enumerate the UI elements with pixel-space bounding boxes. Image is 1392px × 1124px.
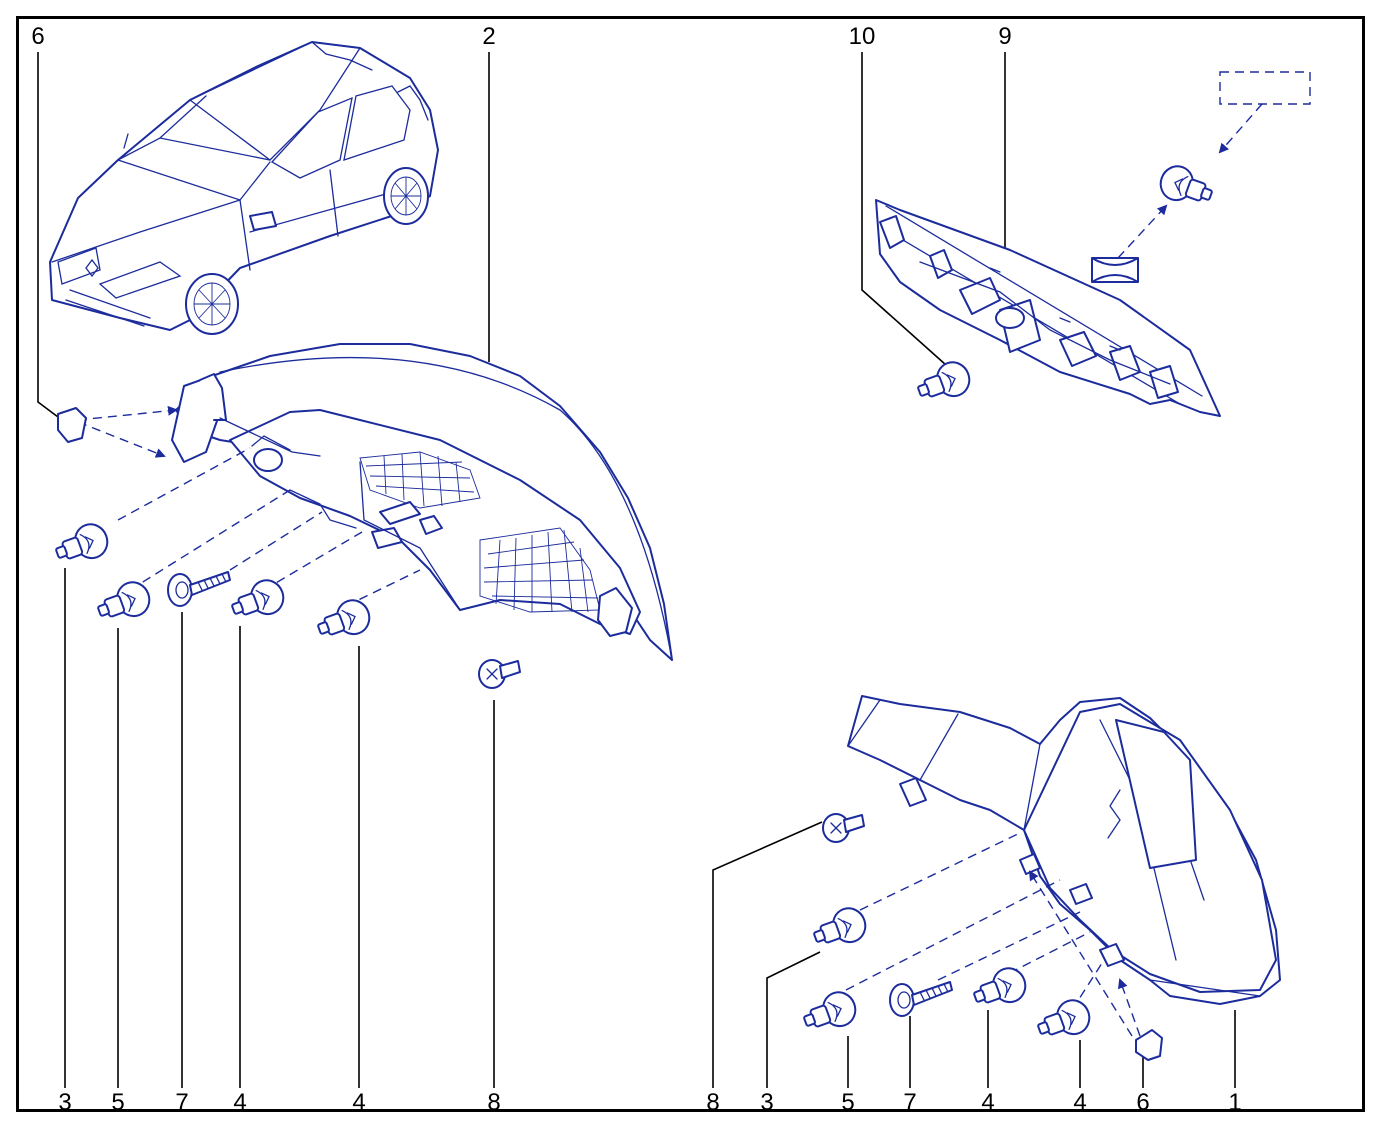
callout-9: 9 [998, 23, 1011, 50]
bulb-5-right [798, 986, 862, 1039]
clip-8-right [822, 813, 865, 843]
callout-2: 2 [482, 23, 495, 50]
rear-lamp-left-assembly [171, 343, 673, 661]
callout-4-left-b: 4 [352, 1089, 365, 1116]
bulb-top-right [1154, 160, 1218, 213]
callout-7-left: 7 [175, 1089, 188, 1116]
right-loose-parts [798, 813, 1163, 1061]
leader-3-right [766, 951, 821, 1088]
callout-5-left: 5 [111, 1089, 124, 1116]
left-loose-parts [50, 407, 521, 689]
callout-8-right: 8 [706, 1089, 719, 1116]
leader-8-right [712, 821, 823, 1088]
high-mount-brake-light [875, 199, 1221, 417]
callout-4-right-b: 4 [1073, 1089, 1086, 1116]
clip-8-left [478, 659, 521, 689]
reflector-grid [359, 451, 601, 613]
leader-6-top [37, 52, 63, 421]
callout-10: 10 [849, 23, 876, 50]
callout-labels-bottom-right: 8 3 5 7 4 4 6 1 [706, 1089, 1241, 1116]
bulb-cap-6-left [57, 407, 87, 443]
callout-3-left: 3 [58, 1089, 71, 1116]
diagram-frame [16, 16, 1365, 1112]
callout-4-right-a: 4 [981, 1089, 994, 1116]
callout-7-right: 7 [903, 1089, 916, 1116]
leader-lines [37, 52, 1236, 1088]
install-lines-left [77, 405, 421, 607]
bulb-4-left-a [226, 574, 290, 627]
callout-labels-top: 6 2 10 9 [31, 23, 1011, 50]
callout-1: 1 [1228, 1089, 1241, 1116]
screw-7-right [889, 981, 953, 1017]
callout-5-right: 5 [841, 1089, 854, 1116]
bulb-4-right-b [1032, 994, 1096, 1047]
car-illustration [49, 41, 439, 335]
callout-3-right: 3 [760, 1089, 773, 1116]
callout-8-left: 8 [487, 1089, 500, 1116]
callout-6-right: 6 [1136, 1089, 1149, 1116]
screw-7-left [167, 571, 231, 607]
brake-light-bulbs [912, 71, 1311, 409]
rear-lamp-right-assembly [847, 695, 1281, 1005]
callout-labels-bottom-left: 3 5 7 4 4 8 [58, 1089, 500, 1116]
callout-6-top: 6 [31, 23, 44, 50]
bulb-4-left-b [312, 594, 376, 647]
bulb-4-right-a [968, 962, 1032, 1015]
leader-10 [861, 52, 947, 366]
connector-symbol [1091, 257, 1139, 283]
bulb-5-left [92, 576, 156, 629]
bulb-10 [912, 356, 976, 409]
callout-4-left-a: 4 [233, 1089, 246, 1116]
dashed-reference-box [1219, 71, 1311, 105]
bulb-3-right [808, 902, 872, 955]
bulb-cap-6-right [1135, 1029, 1163, 1061]
bulb-3-left [50, 518, 114, 571]
